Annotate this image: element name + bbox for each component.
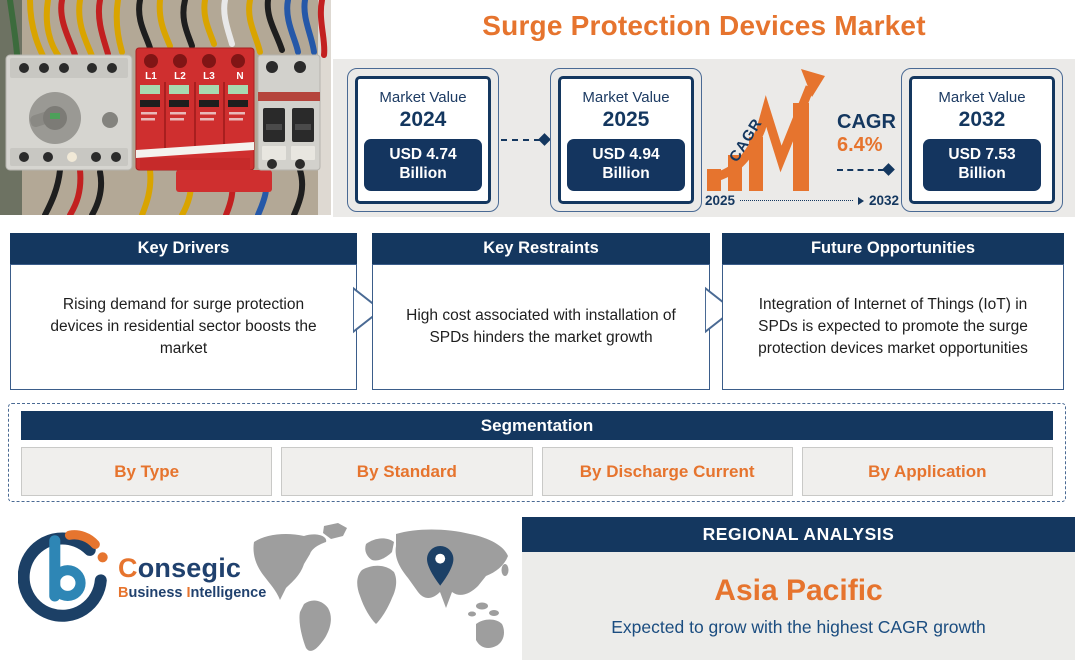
spd-device: L1 L2 L3 N [135,47,272,192]
key-restraints-text: High cost associated with installation o… [372,264,710,390]
page-title: Surge Protection Devices Market [482,10,926,41]
market-value-label: Market Value [938,89,1026,107]
market-value-band: Market Value 2024 USD 4.74 Billion Marke… [333,59,1075,217]
market-value-label: Market Value [379,89,467,107]
market-value-inner-2032: Market Value 2032 USD 7.53 Billion [909,76,1055,204]
dashed-line [501,138,540,141]
market-value-inner-2025: Market Value 2025 USD 4.94 Billion [558,76,694,204]
future-opportunities-box: Future Opportunities Integration of Inte… [722,233,1064,390]
chevron-right-icon [353,286,383,334]
chevron-right-icon [705,286,735,334]
segmentation-buttons: By Type By Standard By Discharge Current… [21,447,1053,496]
cagr-value: 6.4% [837,134,883,156]
spd-label-n: N [236,71,243,82]
dashed-arrow-connector [837,163,895,176]
consegic-logo: Consegic Business Intelligence [18,528,266,628]
dotted-line [740,200,853,201]
regional-note: Expected to grow with the highest CAGR g… [611,617,986,637]
regional-analysis-title: REGIONAL ANALYSIS [522,517,1075,552]
regional-analysis-panel: REGIONAL ANALYSIS Asia Pacific Expected … [522,517,1075,660]
cagr-label: CAGR [837,111,896,133]
market-value-year: 2025 [602,108,650,132]
market-value-amount: USD 7.53 Billion [923,139,1041,191]
market-value-year: 2032 [958,108,1006,132]
logo-sub-initial-i: I [186,585,191,602]
key-drivers-title: Key Drivers [10,233,357,264]
product-photo: L1 L2 L3 N [0,0,331,215]
key-restraints-title: Key Restraints [372,233,710,264]
electrical-panel-illustration: L1 L2 L3 N [0,0,331,215]
location-pin-icon [427,546,454,586]
key-restraints-box: Key Restraints High cost associated with… [372,233,710,390]
spd-label-l1: L1 [145,71,157,82]
future-opportunities-title: Future Opportunities [722,233,1064,264]
dashed-line [837,168,884,171]
consegic-logo-text: Consegic Business Intelligence [118,528,266,628]
cagr-period: 2025 2032 [705,193,899,208]
cagr-start-year: 2025 [705,193,736,208]
segmentation-title: Segmentation [21,411,1053,440]
market-value-label: Market Value [582,89,670,107]
future-opportunities-text: Integration of Internet of Things (IoT) … [722,264,1064,390]
dashed-arrow-connector [501,133,551,146]
segmentation-section: Segmentation By Type By Standard By Disc… [8,403,1066,502]
insights-row: Key Drivers Rising demand for surge prot… [0,231,1075,392]
market-value-card-2025: Market Value 2025 USD 4.94 Billion [550,68,702,212]
arrowhead-icon [857,196,864,205]
key-drivers-text: Rising demand for surge protection devic… [10,264,357,390]
key-drivers-box: Key Drivers Rising demand for surge prot… [10,233,357,390]
cagr-callout: CAGR 6.4% [837,111,917,176]
market-value-inner-2024: Market Value 2024 USD 4.74 Billion [355,76,491,204]
logo-sub-initial-b: B [118,585,129,602]
breaker-device [257,54,321,171]
rccb-device [5,54,133,171]
segment-button-by-standard[interactable]: By Standard [281,447,533,496]
logo-company-name: Consegic [118,554,266,582]
spd-label-l3: L3 [203,71,215,82]
cagr-growth-chart-icon: CAGR [707,69,825,191]
regional-region-name: Asia Pacific [714,574,883,607]
market-value-amount: USD 4.74 Billion [364,139,482,191]
segment-button-by-application[interactable]: By Application [801,447,1053,496]
world-map [253,523,509,651]
cagr-end-year: 2032 [868,193,899,208]
spd-label-l2: L2 [174,71,186,82]
logo-initial: C [118,553,138,583]
wires-top [7,0,328,103]
logo-tagline: Business Intelligence [118,585,266,601]
market-value-year: 2024 [399,108,447,132]
logo-sub-business: usiness [128,585,187,602]
segment-button-by-type[interactable]: By Type [21,447,273,496]
diamond-arrowhead-icon [538,133,551,146]
logo-sub-intelligence: ntelligence [190,585,267,602]
logo-name-rest: onsegic [137,553,242,583]
regional-analysis-body: Asia Pacific Expected to grow with the h… [522,552,1075,660]
segment-button-by-discharge-current[interactable]: By Discharge Current [541,447,793,496]
consegic-logo-mark-icon [18,530,108,622]
market-value-card-2032: Market Value 2032 USD 7.53 Billion [901,68,1063,212]
market-value-amount: USD 4.94 Billion [567,139,685,191]
market-value-card-2024: Market Value 2024 USD 4.74 Billion [347,68,499,212]
diamond-arrowhead-icon [882,163,895,176]
